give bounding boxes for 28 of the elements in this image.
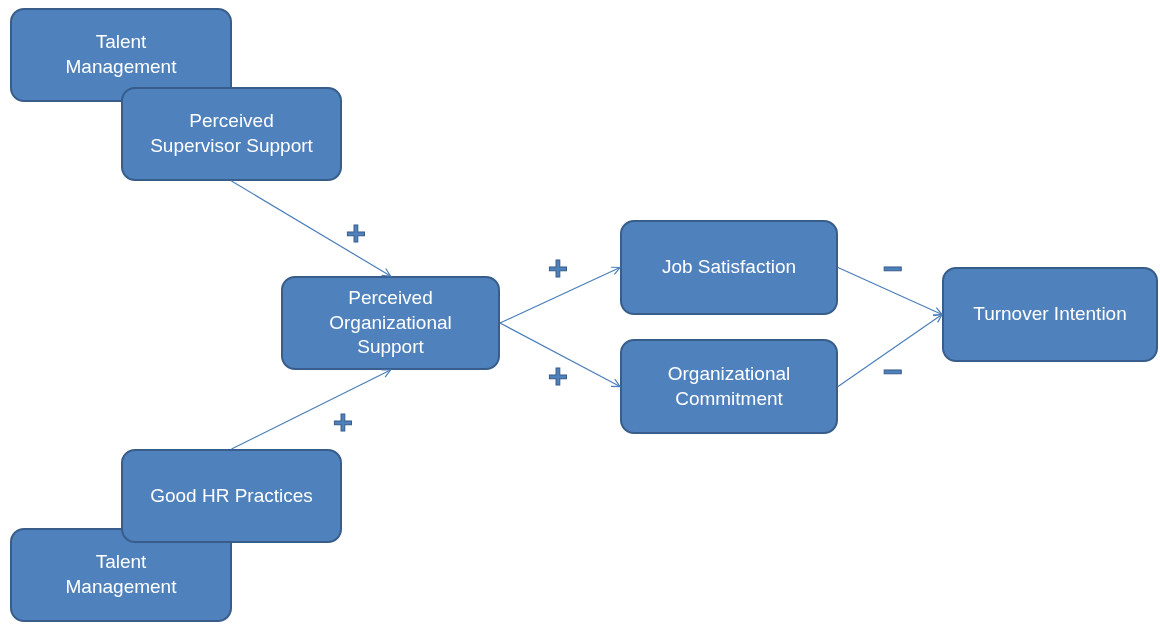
process-box [121, 449, 342, 543]
arrow [837, 313, 943, 388]
process-box [10, 528, 232, 622]
process-box [620, 339, 838, 434]
arrow [230, 369, 392, 450]
edge-label: + [333, 405, 353, 439]
process-box [121, 87, 342, 181]
process-box [281, 276, 500, 370]
edge-label: − [883, 354, 903, 388]
arrow [837, 266, 943, 316]
process-box [942, 267, 1158, 362]
box-label: Turnover Intention [973, 302, 1127, 327]
process-box [10, 8, 232, 102]
arrow [230, 180, 392, 277]
edge-label: + [548, 359, 568, 393]
arrow [499, 266, 621, 324]
box-label: Perceived Organizational Support [328, 285, 453, 360]
box-label: Perceived Supervisor Support [149, 109, 314, 158]
edge-label: + [346, 216, 366, 250]
edge-label: + [548, 251, 568, 285]
arrow [499, 322, 621, 388]
box-label: Job Satisfaction [661, 255, 797, 280]
process-box [620, 220, 838, 315]
box-label: Good HR Practices [150, 483, 313, 508]
box-label: Talent Management [64, 30, 178, 79]
box-label: Organizational Commitment [666, 361, 792, 411]
box-label: Talent Management [64, 550, 178, 599]
edge-label: − [883, 251, 903, 285]
